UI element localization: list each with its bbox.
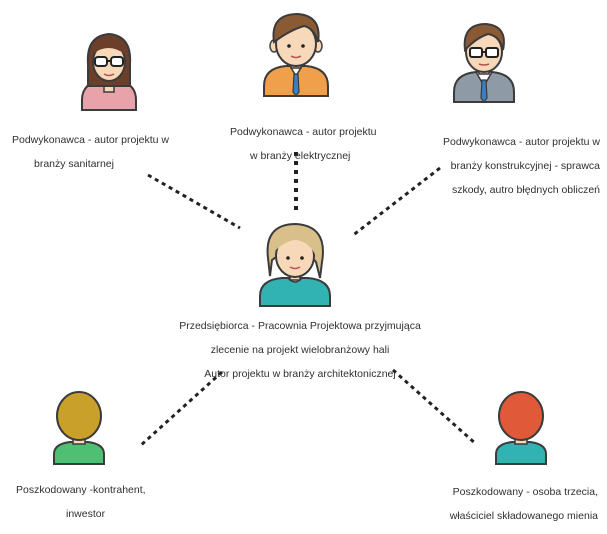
label-top-center-line: w branży elektrycznej (250, 150, 351, 162)
label-center: Przedsiębiorca - Pracownia Projektowa pr… (150, 308, 450, 392)
label-center-line: Przedsiębiorca - Pracownia Projektowa pr… (179, 320, 421, 332)
label-center-line: Autor projektu w branży architektoniczne… (204, 368, 396, 380)
label-top-center-line: Podwykonawca - autor projektu (230, 126, 377, 138)
person-top-center-icon (263, 12, 329, 97)
person-center-icon (259, 222, 331, 307)
label-bottom-right-line: Poszkodowany - osoba trzecia, (452, 486, 598, 498)
label-bottom-right-line: właściciel składowanego mienia (449, 510, 598, 522)
label-bottom-right: Poszkodowany - osoba trzecia, właściciel… (420, 474, 598, 534)
label-top-left-line: branży sanitarnej (34, 158, 114, 170)
label-top-left-line: Podwykonawca - autor projektu w (12, 134, 169, 146)
connector-top-left (147, 173, 241, 230)
label-center-line: zlecenie na projekt wielobranżowy hali (210, 344, 390, 356)
person-bottom-right-icon (495, 391, 547, 465)
person-bottom-left-icon (53, 391, 105, 465)
person-top-right-icon (453, 22, 515, 103)
connector-bottom-left (138, 370, 224, 448)
label-bottom-left: Poszkodowany -kontrahent, inwestor (16, 472, 146, 532)
diagram-stage: Podwykonawca - autor projektu w branży s… (12, 12, 600, 522)
connector-top-right (351, 166, 441, 238)
label-bottom-left-line: Poszkodowany -kontrahent, (16, 484, 146, 496)
label-top-right-line: branży konstrukcyjnej - sprawca (450, 160, 600, 172)
connector-bottom-right (392, 368, 477, 446)
label-top-right-line: szkody, autro błędnych obliczeń (451, 184, 600, 196)
person-top-left-icon (81, 32, 137, 111)
label-top-left: Podwykonawca - autor projektu w branży s… (12, 122, 169, 182)
label-top-center: Podwykonawca - autor projektu w branży e… (230, 114, 377, 174)
label-top-right-line: Podwykonawca - autor projektu w (443, 136, 600, 148)
label-bottom-left-line: inwestor (66, 508, 106, 520)
relationship-diagram (53, 12, 547, 465)
label-top-right: Podwykonawca - autor projektu w branży k… (428, 124, 600, 208)
